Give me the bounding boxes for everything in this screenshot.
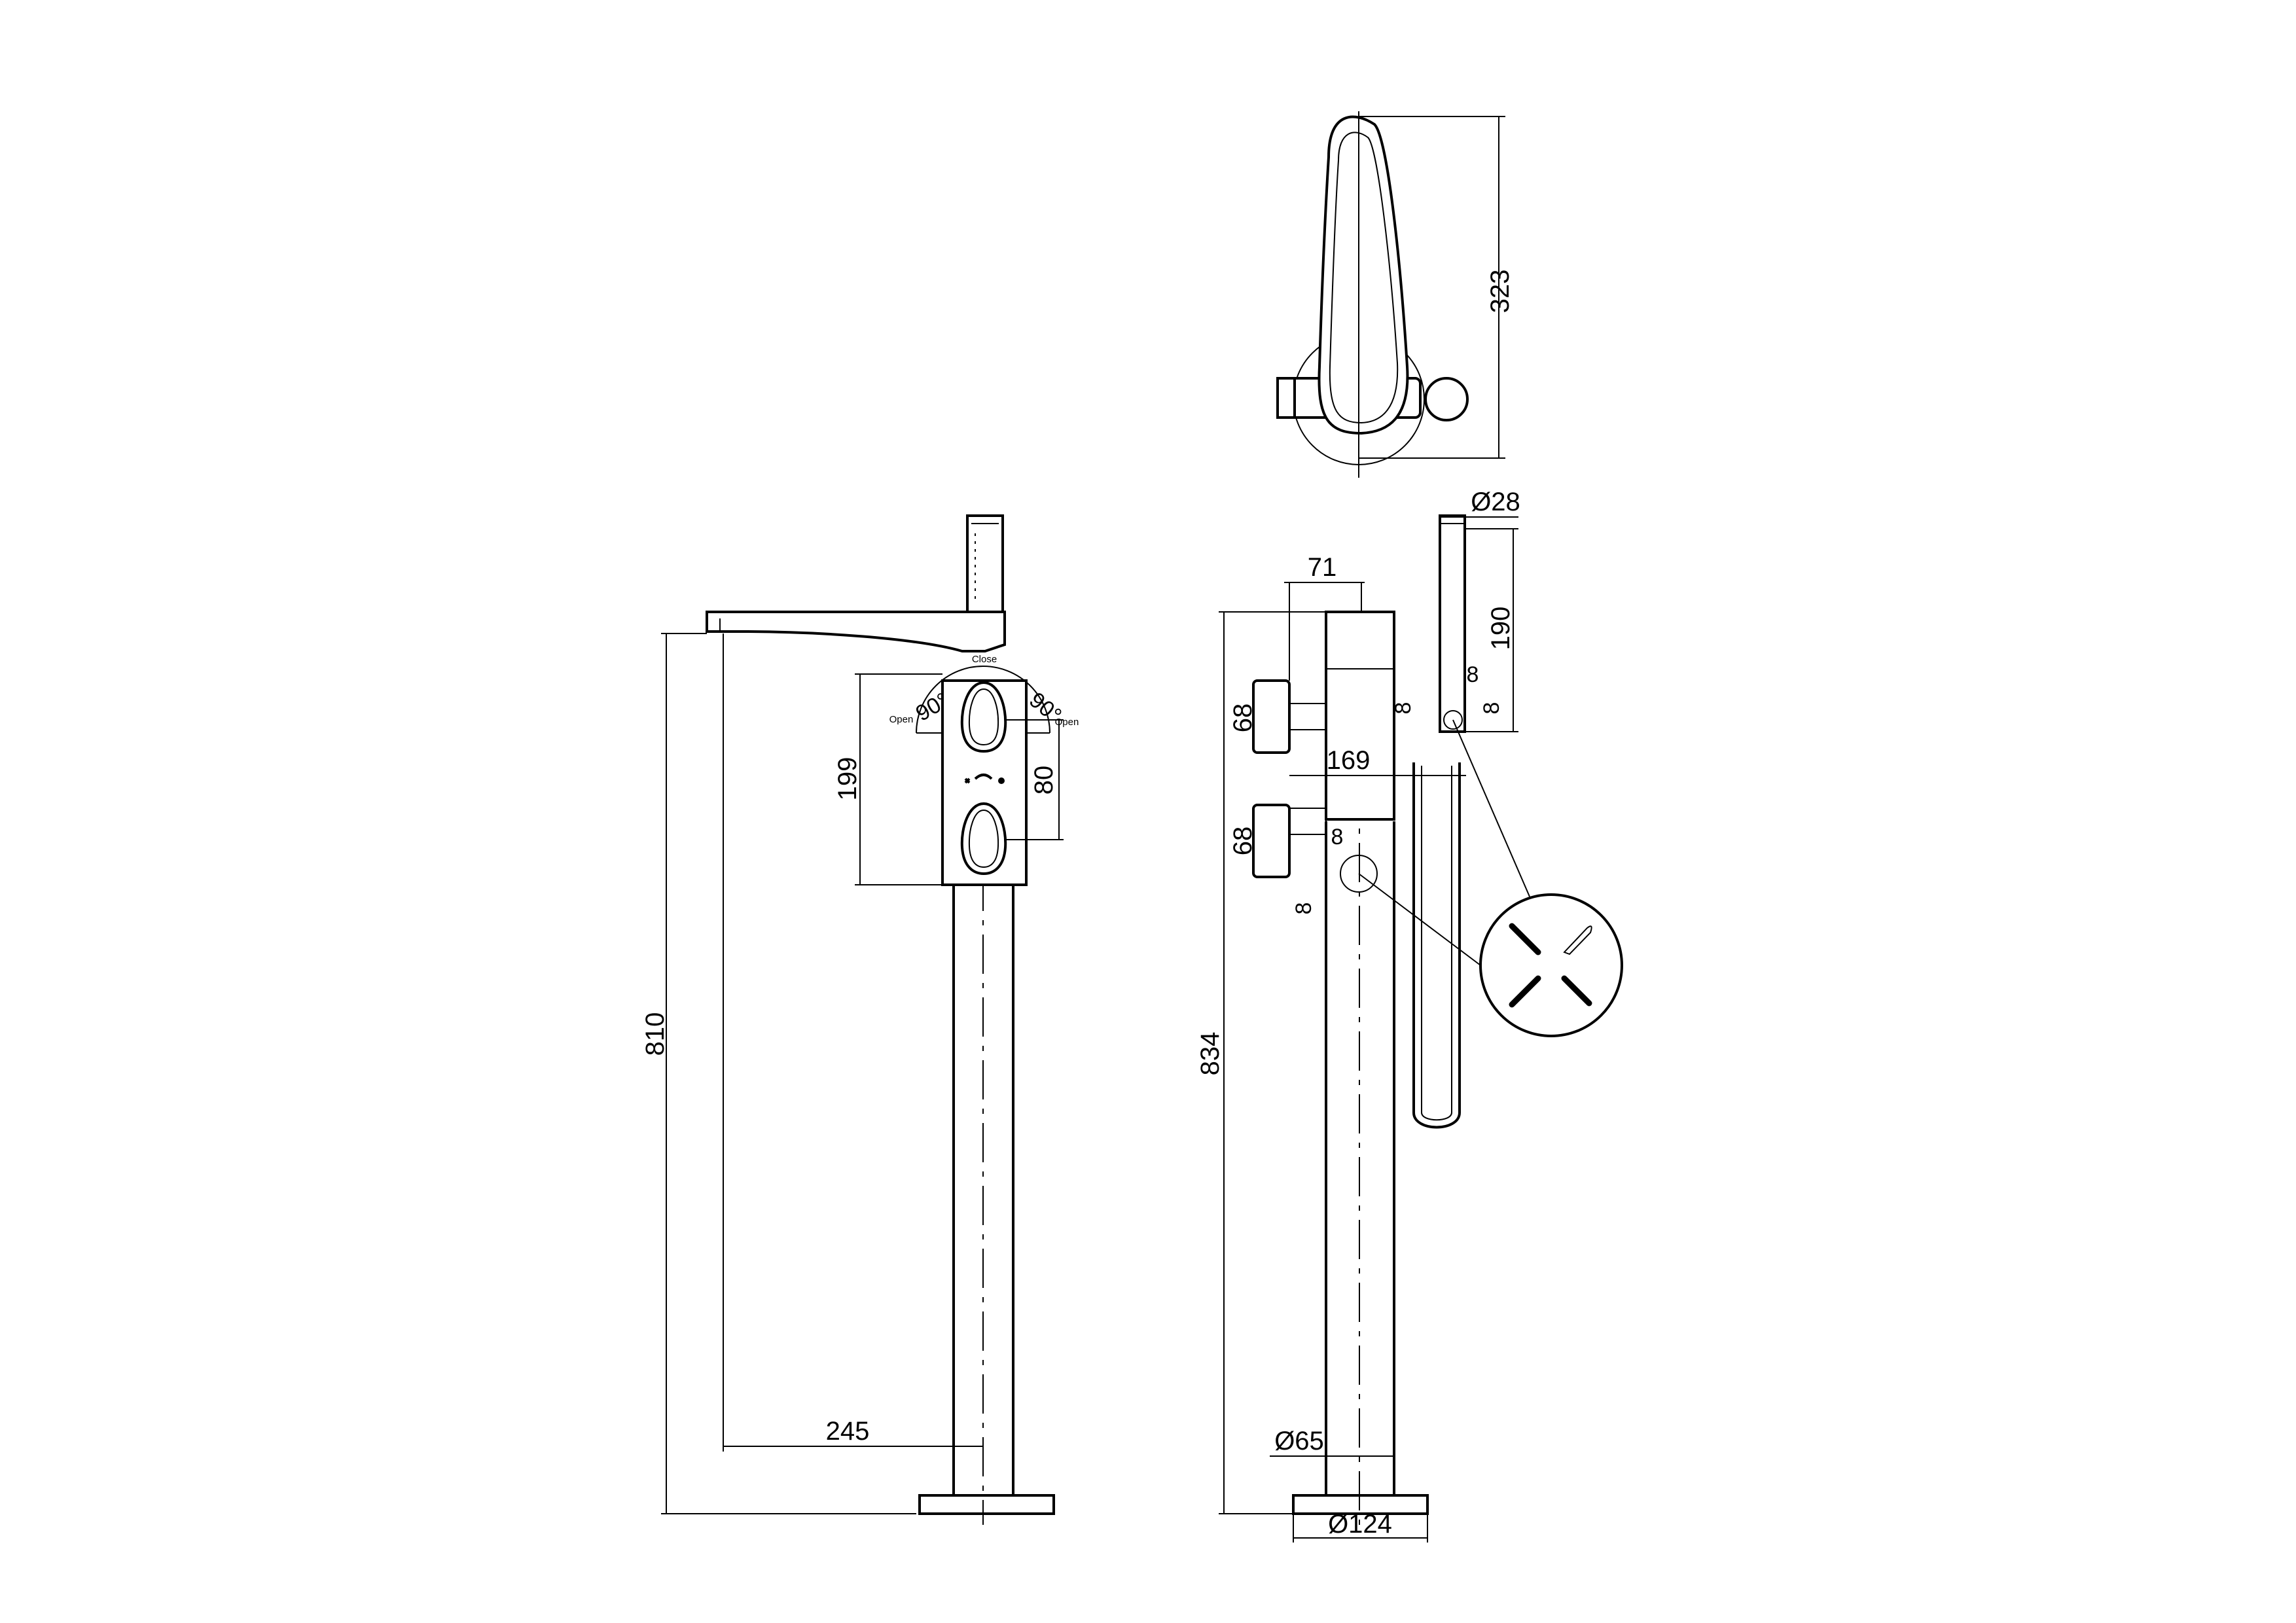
dim-245: 245 [826, 1417, 870, 1446]
dim-8-d: 8 [1331, 825, 1344, 849]
dim-199: 199 [833, 757, 862, 801]
front-handle-lower [960, 802, 1007, 876]
detail-circle [1479, 893, 1623, 1037]
front-hand-shower [966, 514, 1004, 613]
dim-8-e: 8 [1291, 902, 1316, 915]
dim-323: 323 [1486, 270, 1515, 313]
side-base-plate [1292, 1494, 1429, 1515]
dim-169: 169 [1327, 746, 1371, 775]
label-open-left: Open [889, 714, 914, 725]
side-handle-upper [1252, 679, 1291, 754]
dim-190: 190 [1486, 607, 1515, 651]
side-view: 834 71 68 68 169 Ø28 190 8 8 8 8 8 Ø65 Ø… [1196, 488, 1623, 1543]
front-base-plate [918, 1494, 1055, 1515]
label-close: Close [972, 654, 997, 665]
front-view: Close Open Open 90° 90° 810 245 199 80 [641, 514, 1079, 1525]
side-hose [1412, 762, 1461, 1129]
dim-810: 810 [641, 1012, 670, 1056]
dim-dia-65: Ø65 [1274, 1427, 1324, 1455]
side-handle-lower [1252, 804, 1291, 878]
front-handle-upper [960, 681, 1007, 753]
dim-8-c: 8 [1479, 702, 1504, 715]
side-hand-shower [1439, 514, 1466, 733]
dim-80: 80 [1030, 766, 1058, 795]
dim-68-lower: 68 [1229, 827, 1257, 856]
top-view: 323 [1276, 111, 1515, 478]
front-spout [706, 611, 1006, 652]
dim-dia-28: Ø28 [1471, 488, 1520, 516]
dim-8-a: 8 [1391, 702, 1416, 715]
dim-8-b: 8 [1467, 662, 1479, 687]
dim-68-upper: 68 [1229, 704, 1257, 733]
detail-mark-1 [1509, 923, 1541, 955]
dim-71: 71 [1308, 553, 1337, 582]
dim-dia-124: Ø124 [1328, 1510, 1392, 1539]
top-handle-outer [1318, 115, 1409, 435]
dim-834: 834 [1196, 1032, 1225, 1076]
rotation-arc [916, 666, 1050, 734]
top-hand-shower-head [1424, 377, 1469, 421]
side-body [1325, 611, 1395, 821]
top-handle-inner [1329, 132, 1399, 424]
